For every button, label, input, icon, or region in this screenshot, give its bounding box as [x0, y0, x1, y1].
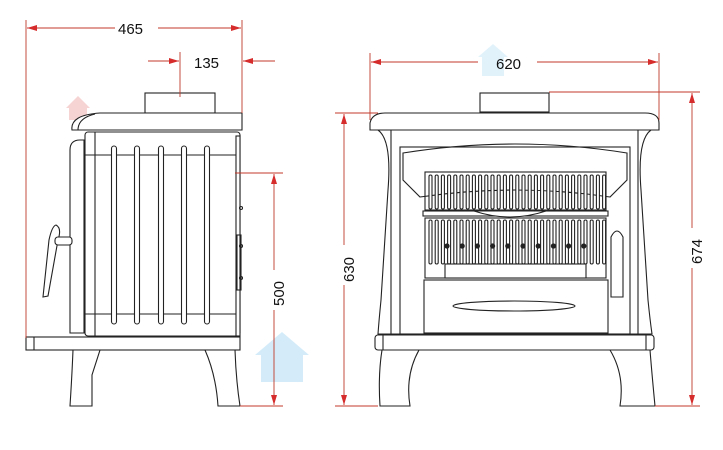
grate-bar — [527, 174, 532, 210]
ash-drawer-slot — [452, 300, 576, 312]
grate-bar — [515, 219, 520, 265]
grate-bar — [540, 219, 545, 265]
dim-flue-height: 500 — [271, 281, 288, 306]
grate-rivet — [490, 243, 496, 249]
front-leg — [204, 349, 241, 407]
grate-bar — [465, 219, 470, 265]
base-plate-front — [374, 334, 655, 351]
grate-bar — [558, 174, 563, 210]
grate-bar — [583, 174, 588, 210]
grate-bar — [509, 174, 514, 210]
grate-bar — [502, 219, 507, 265]
grate-rivet — [444, 243, 450, 249]
grate-bar — [533, 219, 538, 265]
firebox-arch — [402, 143, 628, 198]
grate-bar — [521, 174, 526, 210]
top-plate — [71, 112, 243, 131]
grate-bar — [552, 219, 557, 265]
grate-bar — [540, 174, 545, 210]
base-plate — [25, 336, 241, 351]
grate-bar — [428, 219, 433, 265]
dim-height: 674 — [689, 239, 706, 264]
grate-bar — [564, 174, 569, 210]
grate-rivet — [550, 243, 557, 249]
front-view: 620 674 — [369, 53, 706, 407]
grate-bar — [552, 174, 557, 210]
dim-total-height: 630 — [341, 257, 358, 282]
grate-bar — [571, 174, 576, 210]
grate-bar — [558, 219, 563, 265]
grate-bar — [484, 219, 489, 265]
dim-depth: 465 — [118, 21, 143, 38]
ash-drawer — [423, 279, 609, 334]
dim-flue-offset: 135 — [194, 55, 219, 72]
grate-bar — [465, 174, 470, 210]
grate-rivet — [581, 243, 587, 249]
rear-leg — [69, 349, 101, 407]
grate-bar — [589, 174, 594, 210]
grate-bar — [589, 219, 594, 265]
right-leg — [609, 349, 656, 407]
grate-bar — [478, 219, 483, 265]
flue-collar-front — [479, 92, 550, 113]
grate-bar — [496, 174, 501, 210]
grate-bar — [521, 219, 526, 265]
grate-bar — [571, 219, 576, 265]
grate-bar — [527, 219, 532, 265]
house-watermark-icon — [66, 44, 508, 382]
grate-bar — [447, 219, 452, 265]
side-view: 465 135 500 630 — [25, 20, 378, 407]
grate-bar — [496, 219, 501, 265]
grate-bar — [564, 219, 569, 265]
grate-bar — [546, 174, 551, 210]
door-handle — [42, 224, 61, 298]
cooling-fin — [203, 145, 211, 325]
cooling-fin — [157, 145, 165, 325]
cooling-fin — [110, 145, 118, 325]
grate-rivet — [505, 243, 511, 249]
grate-bar — [447, 174, 452, 210]
dim-width: 620 — [496, 56, 521, 73]
grate-bar — [490, 174, 495, 210]
cooling-fin — [180, 145, 188, 325]
grate-bar — [484, 174, 489, 210]
grate-bar — [515, 174, 520, 210]
grate-rivet — [474, 243, 480, 249]
grate-rivet — [520, 243, 526, 249]
grate-bar — [546, 219, 551, 265]
grate-rivet — [535, 243, 541, 249]
grate-bar — [502, 174, 507, 210]
cooling-fin — [133, 145, 141, 325]
grate-bar — [490, 219, 495, 265]
grate-rivet — [459, 243, 465, 249]
grate-bar — [434, 174, 439, 210]
grate-bar — [471, 174, 476, 210]
grate-bar — [459, 174, 464, 210]
grate-bar — [595, 219, 600, 265]
grate-bar — [478, 174, 483, 210]
left-leg — [378, 349, 420, 407]
grate-bar — [471, 219, 476, 265]
grate-bar — [509, 219, 514, 265]
door-handle-front — [610, 230, 624, 298]
grate-bar — [533, 174, 538, 210]
front-door-edge — [69, 139, 85, 334]
grate-bar — [428, 174, 433, 210]
grate-bar — [577, 174, 582, 210]
grate-bar — [434, 219, 439, 265]
grate-bar — [459, 219, 464, 265]
top-plate-front — [369, 112, 660, 131]
grate-bar — [602, 219, 607, 265]
grate-rivet — [566, 243, 572, 249]
grate-bar — [602, 174, 607, 210]
grate-bar — [453, 219, 458, 265]
grate-bar — [577, 219, 582, 265]
grate-bar — [440, 219, 445, 265]
firebox-surround — [399, 146, 631, 335]
grate-bar — [453, 174, 458, 210]
grate-bar — [440, 174, 445, 210]
grate-bar — [583, 219, 588, 265]
grate-bar — [595, 174, 600, 210]
